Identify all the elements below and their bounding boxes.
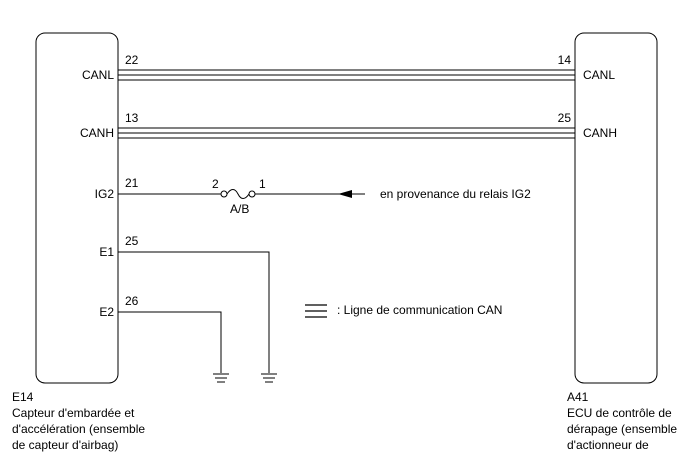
right-canl-label: CANL — [583, 68, 615, 82]
ground-icon — [213, 373, 229, 383]
left-ecu-line: de capteur d'airbag) — [12, 438, 119, 452]
right-canh-label: CANH — [583, 126, 617, 140]
canh-bus — [118, 127, 575, 139]
left-e2-label: E2 — [99, 305, 114, 319]
arrow-icon — [338, 190, 352, 198]
left-canh-label: CANH — [80, 126, 114, 140]
left-e1-label: E1 — [99, 245, 114, 259]
left-canl-pin: 22 — [125, 53, 139, 67]
can-line-legend-icon — [305, 304, 327, 318]
left-ecu-line: Capteur d'embardée et — [12, 406, 135, 420]
right-ecu-caption: A41 ECU de contrôle de dérapage (ensembl… — [567, 389, 677, 453]
left-ig2-pin: 21 — [125, 176, 139, 190]
right-ecu-line: d'actionneur de — [567, 438, 649, 452]
left-ecu-caption: E14 Capteur d'embardée et d'accélération… — [12, 389, 145, 453]
right-ecu-code: A41 — [567, 390, 589, 404]
left-canl-label: CANL — [82, 68, 114, 82]
right-ecu-line: ECU de contrôle de — [567, 406, 672, 420]
ground-icon — [261, 373, 277, 383]
left-ecu-line: d'accélération (ensemble — [12, 422, 146, 436]
ig2-wire — [118, 189, 365, 199]
right-ecu-box — [574, 32, 658, 384]
left-e1-pin: 25 — [125, 234, 139, 248]
fuse-pin-right: 1 — [259, 177, 266, 191]
fuse-name: A/B — [230, 202, 249, 216]
left-e2-pin: 26 — [125, 294, 139, 308]
legend-label: : Ligne de communication CAN — [337, 303, 502, 317]
left-ecu-box — [35, 32, 119, 384]
fuse-pin-left: 2 — [212, 177, 219, 191]
left-canh-pin: 13 — [125, 111, 139, 125]
left-ig2-label: IG2 — [95, 187, 115, 201]
e1-ground-wire — [118, 251, 270, 373]
right-canh-pin: 25 — [558, 111, 572, 125]
e2-ground-wire — [118, 311, 222, 373]
source-label: en provenance du relais IG2 — [380, 187, 531, 201]
right-ecu-line: dérapage (ensemble — [567, 422, 678, 436]
left-ecu-code: E14 — [12, 390, 34, 404]
right-canl-pin: 14 — [558, 53, 572, 67]
canl-bus — [118, 69, 575, 81]
